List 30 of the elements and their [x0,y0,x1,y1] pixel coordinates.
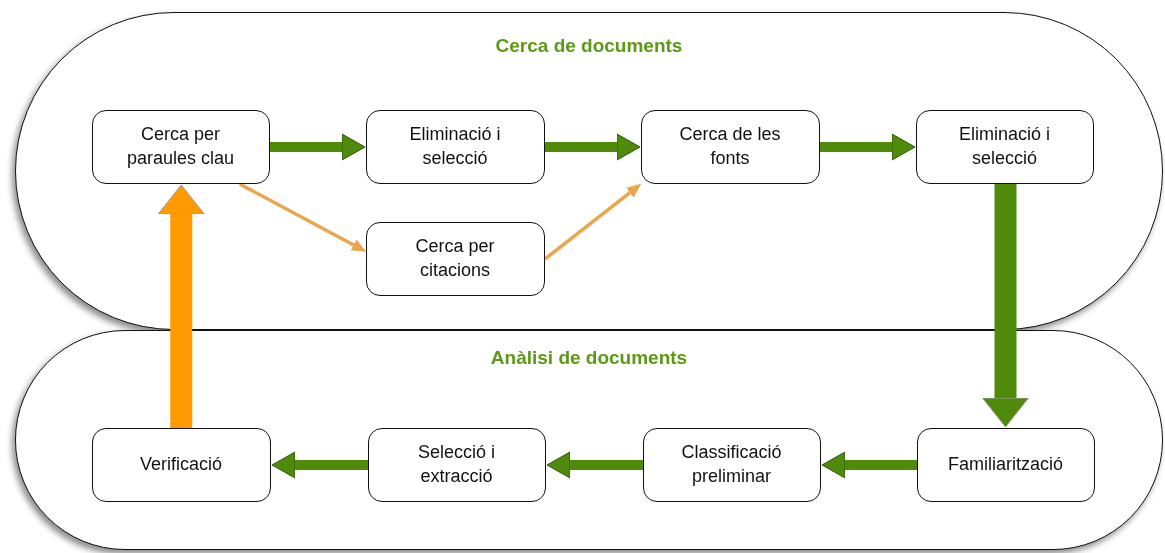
step-label: Eliminació i selecció [408,123,502,170]
process-box [640,109,820,184]
arrow [821,451,917,479]
step-label: Verificació [138,452,223,476]
process-box [365,109,545,184]
arrow [238,182,366,252]
process-box [916,427,1095,502]
step-label: Selecció i extracció [416,441,496,488]
process-box [365,221,545,296]
arrow [982,184,1029,428]
step-label: Familiarització [947,452,1064,476]
process-box [642,427,821,502]
band-heading: Anàlisi de documents [489,347,689,369]
arrow [271,451,368,479]
step-label: Cerca de les fonts [678,123,782,170]
process-box [367,427,546,502]
step-label: Eliminació i selecció [958,123,1051,170]
process-box [91,427,271,502]
arrow [157,184,205,428]
arrow [545,133,641,161]
arrow [543,184,641,261]
step-label: Cerca per citacions [414,235,496,282]
process-box [915,109,1094,184]
step-label: Classificació preliminar [680,441,783,488]
step-label: Cerca per paraules clau [125,123,236,170]
arrow [270,133,366,161]
band-heading: Cerca de documents [494,35,684,57]
arrow [546,451,643,479]
process-box [91,109,270,184]
arrow [820,133,916,161]
